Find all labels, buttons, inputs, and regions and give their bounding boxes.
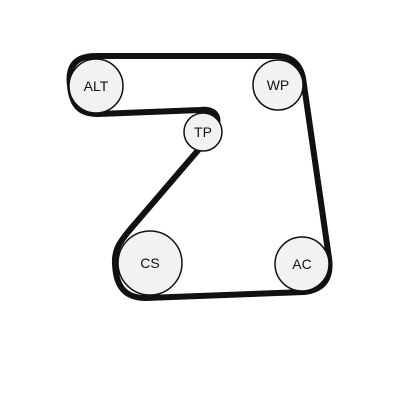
pulley-alt-disc bbox=[68, 58, 124, 114]
pulley-ac-label: AC bbox=[292, 256, 311, 272]
pulley-wp: WP bbox=[252, 59, 304, 111]
pulley-cs-label: CS bbox=[140, 255, 159, 271]
pulley-tp: TP bbox=[183, 112, 223, 152]
pulley-ac-disc bbox=[274, 236, 330, 292]
pulley-wp-label: WP bbox=[267, 77, 290, 93]
pulley-wp-disc bbox=[252, 59, 304, 111]
pulley-cs-disc bbox=[117, 230, 183, 296]
serpentine-belt bbox=[66, 53, 333, 301]
pulley-alt: ALT bbox=[68, 58, 124, 114]
pulley-alt-label: ALT bbox=[84, 78, 109, 94]
pulley-ac: AC bbox=[274, 236, 330, 292]
pulley-tp-label: TP bbox=[194, 124, 212, 140]
pulley-tp-disc bbox=[183, 112, 223, 152]
pulley-cs: CS bbox=[117, 230, 183, 296]
